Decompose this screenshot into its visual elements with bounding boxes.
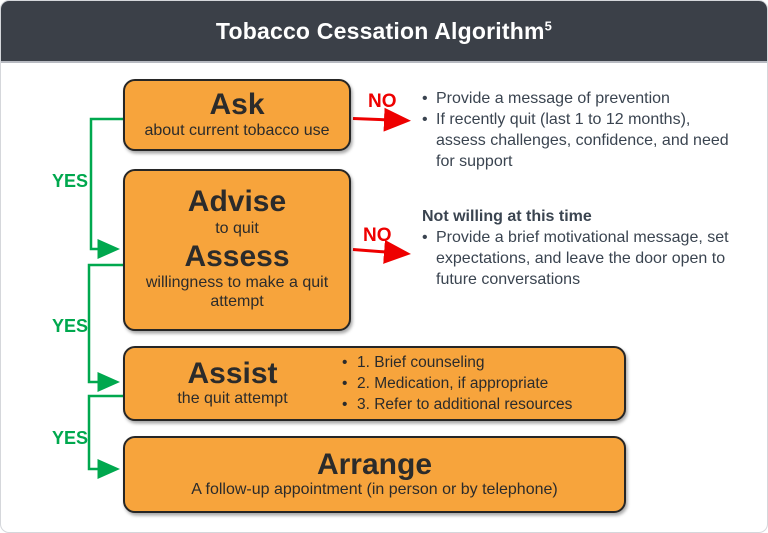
assist-title-group: Assist the quit attempt: [125, 356, 340, 409]
arrange-title: Arrange: [316, 447, 433, 481]
arrange-subtitle: A follow-up appointment (in person or by…: [191, 481, 558, 499]
step-box-ask: Ask about current tobacco use: [123, 79, 351, 151]
no-branch-bullet: If recently quit (last 1 to 12 months), …: [422, 109, 738, 172]
no-branch-bullet: Provide a brief motivational message, se…: [422, 227, 738, 290]
no-label-1: NO: [368, 91, 397, 112]
yes-arrow-assist-to-arrange: [87, 394, 123, 479]
title-bar: Tobacco Cessation Algorithm5: [1, 1, 767, 63]
page-title-text: Tobacco Cessation Algorithm: [215, 17, 545, 44]
step-box-advise-assess: Advise to quit Assess willingness to mak…: [123, 169, 351, 331]
yes-label-1: YES: [52, 171, 89, 191]
no-label-2: NO: [363, 225, 392, 246]
no-branch-assess-text: Not willing at this time Provide a brief…: [422, 206, 738, 290]
not-willing-heading: Not willing at this time: [422, 208, 592, 225]
yes-arrow-ask-to-advise: [89, 117, 123, 259]
assist-subtitle: the quit attempt: [177, 390, 288, 408]
ask-title: Ask: [209, 88, 265, 122]
ask-subtitle: about current tobacco use: [144, 121, 330, 139]
advise-title: Advise: [187, 185, 287, 219]
assess-title: Assess: [184, 239, 290, 273]
advise-subtitle: to quit: [215, 219, 259, 237]
no-arrow-assess: [352, 239, 411, 264]
assist-action-list: 1. Brief counseling 2. Medication, if ap…: [340, 352, 624, 415]
assist-list-item: 3. Refer to additional resources: [340, 394, 616, 415]
assist-list-item: 2. Medication, if appropriate: [340, 373, 616, 394]
step-box-assist: Assist the quit attempt 1. Brief counsel…: [123, 346, 626, 421]
no-branch-bullet: Provide a message of prevention: [422, 88, 738, 109]
assist-title: Assist: [187, 356, 278, 390]
step-box-arrange: Arrange A follow-up appointment (in pers…: [123, 436, 626, 513]
no-arrow-ask: [352, 107, 411, 132]
yes-label-2: YES: [52, 316, 89, 336]
yes-label-3: YES: [52, 428, 89, 448]
page-title: Tobacco Cessation Algorithm5: [216, 18, 552, 45]
assist-list-item: 1. Brief counseling: [340, 352, 616, 373]
title-footnote-superscript: 5: [544, 17, 553, 33]
yes-arrow-assess-to-assist: [87, 263, 123, 392]
no-branch-ask-text: Provide a message of prevention If recen…: [422, 88, 738, 172]
assess-subtitle: willingness to make a quit attempt: [145, 273, 329, 310]
